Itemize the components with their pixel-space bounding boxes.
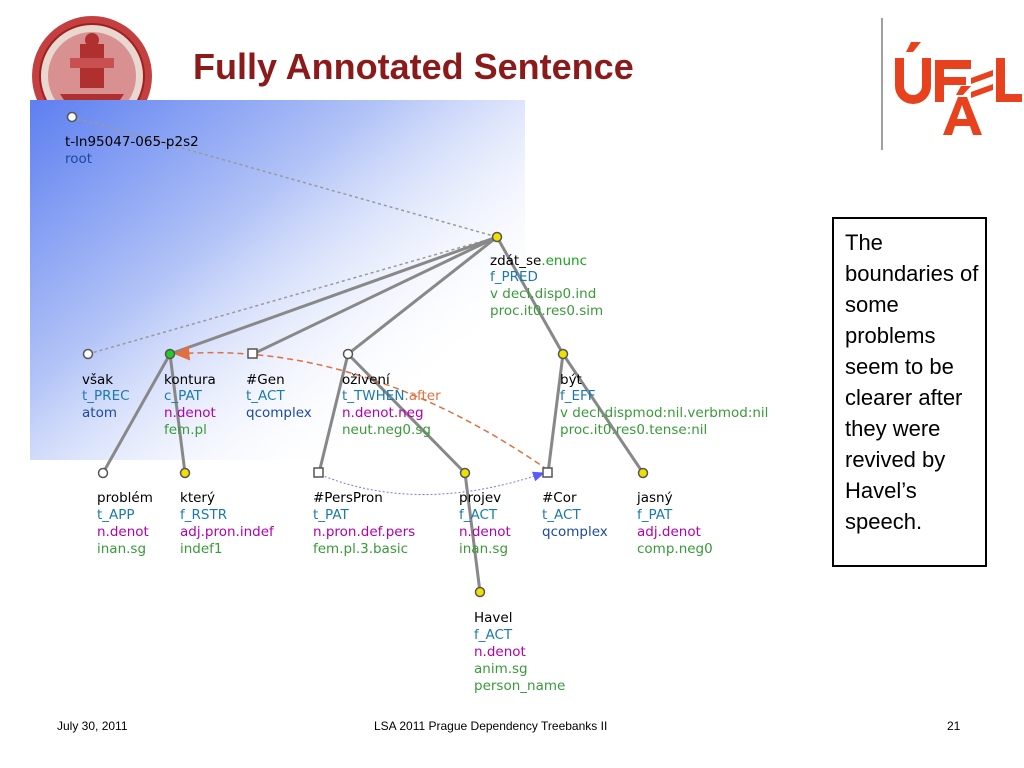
kontura-lemma: kontura [164,372,216,388]
node-perspron [313,467,324,478]
node-kontura [164,348,176,360]
jasny-functor: f_PAT [637,507,673,523]
root-node [66,111,78,123]
projev-lemma: projev [459,490,501,506]
problem-gram-1: n.denot [97,524,149,540]
projev-functor: f_ACT [459,507,498,523]
ktery-gram-1: adj.pron.indef [180,524,275,540]
vsak-edge [87,236,498,355]
root-id-label: t-ln95047-065-p2s2 [65,134,199,150]
gen-lemma: #Gen [246,372,285,388]
kontura-functor: c_PAT [164,388,203,404]
node-byt [557,348,569,360]
node-ozivani [342,348,354,360]
textual-coreference-arrow [174,345,549,471]
havel-gram-3: person_name [474,678,565,694]
problem-gram-2: inan.sg [97,541,146,557]
page-number: 21 [947,719,961,733]
havel-gram-1: n.denot [474,644,526,660]
projev-gram-2: inan.sg [459,541,508,557]
projev-gram-1: n.denot [459,524,511,540]
zdat-gram-2: proc.it0.res0.sim [490,303,603,319]
cor-lemma: #Cor [542,490,577,506]
ufal-logo-graphic [895,42,1022,135]
ozivani-gram-2: neut.neg0.sg [342,422,431,438]
byt-gram-2: proc.it0.res0.tense:nil [560,422,707,438]
problem-functor: t_APP [97,507,135,523]
zdat-gram-1: v decl.disp0.ind [490,286,596,302]
jasny-gram-1: adj.denot [637,524,701,540]
gen-functor: t_ACT [246,388,285,404]
havel-lemma: Havel [474,610,512,626]
node-gen [247,348,258,359]
footer-title: LSA 2011 Prague Dependency Treebanks II [374,719,608,733]
perspron-gram-1: n.pron.def.pers [313,524,415,540]
ozivani-gram-1: n.denot.neg [342,405,424,421]
jasny-lemma: jasný [636,490,673,506]
kontura-gram-2: fem.pl [164,422,207,438]
ktery-functor: f_RSTR [180,507,227,523]
byt-gram-1: v decl.dispmod:nil.verbmod:nil [560,405,768,421]
gen-gram: qcomplex [246,405,312,421]
node-cor [542,467,553,478]
node-problem [97,467,109,479]
perspron-lemma: #PersPron [313,490,383,506]
footer-date: July 30, 2011 [57,719,128,733]
explanation-note: The boundaries of some problems seem to … [832,217,987,567]
problem-lemma: problém [97,490,153,506]
ozivani-lemma: oživení [342,372,391,388]
perspron-functor: t_PAT [313,507,350,523]
cor-functor: t_ACT [542,507,581,523]
zdat-functor: f_PRED [490,269,538,285]
havel-functor: f_ACT [474,627,513,643]
kontura-gram-1: n.denot [164,405,216,421]
ozivani-functor-label: t_TWHEN.after [342,388,441,404]
slide-title: Fully Annotated Sentence [193,46,634,87]
zdat-lemma-label: zdát_se.enunc [490,253,587,269]
vsak-lemma: však [82,372,113,388]
ktery-lemma: který [180,490,215,506]
perspron-gram-2: fem.pl.3.basic [313,541,408,557]
node-ktery [179,467,191,479]
cor-gram: qcomplex [542,524,608,540]
root-label: root [65,151,92,167]
tree-nodes [66,111,649,598]
ufal-logo [893,40,1023,140]
vsak-gram: atom [82,405,117,421]
byt-lemma: být [560,372,582,388]
node-projev [459,467,471,479]
vsak-functor: t_PREC [82,388,130,404]
jasny-gram-2: comp.neg0 [637,541,713,557]
root-edge [71,116,498,238]
ktery-gram-2: indef1 [180,541,223,557]
header-divider [881,18,883,150]
node-vsak [82,348,94,360]
node-jasny [637,467,649,479]
havel-gram-2: anim.sg [474,661,528,677]
node-havel [474,586,486,598]
byt-functor: f_EFF [560,388,596,404]
tree-edges [101,235,645,594]
node-zdat [491,231,503,243]
